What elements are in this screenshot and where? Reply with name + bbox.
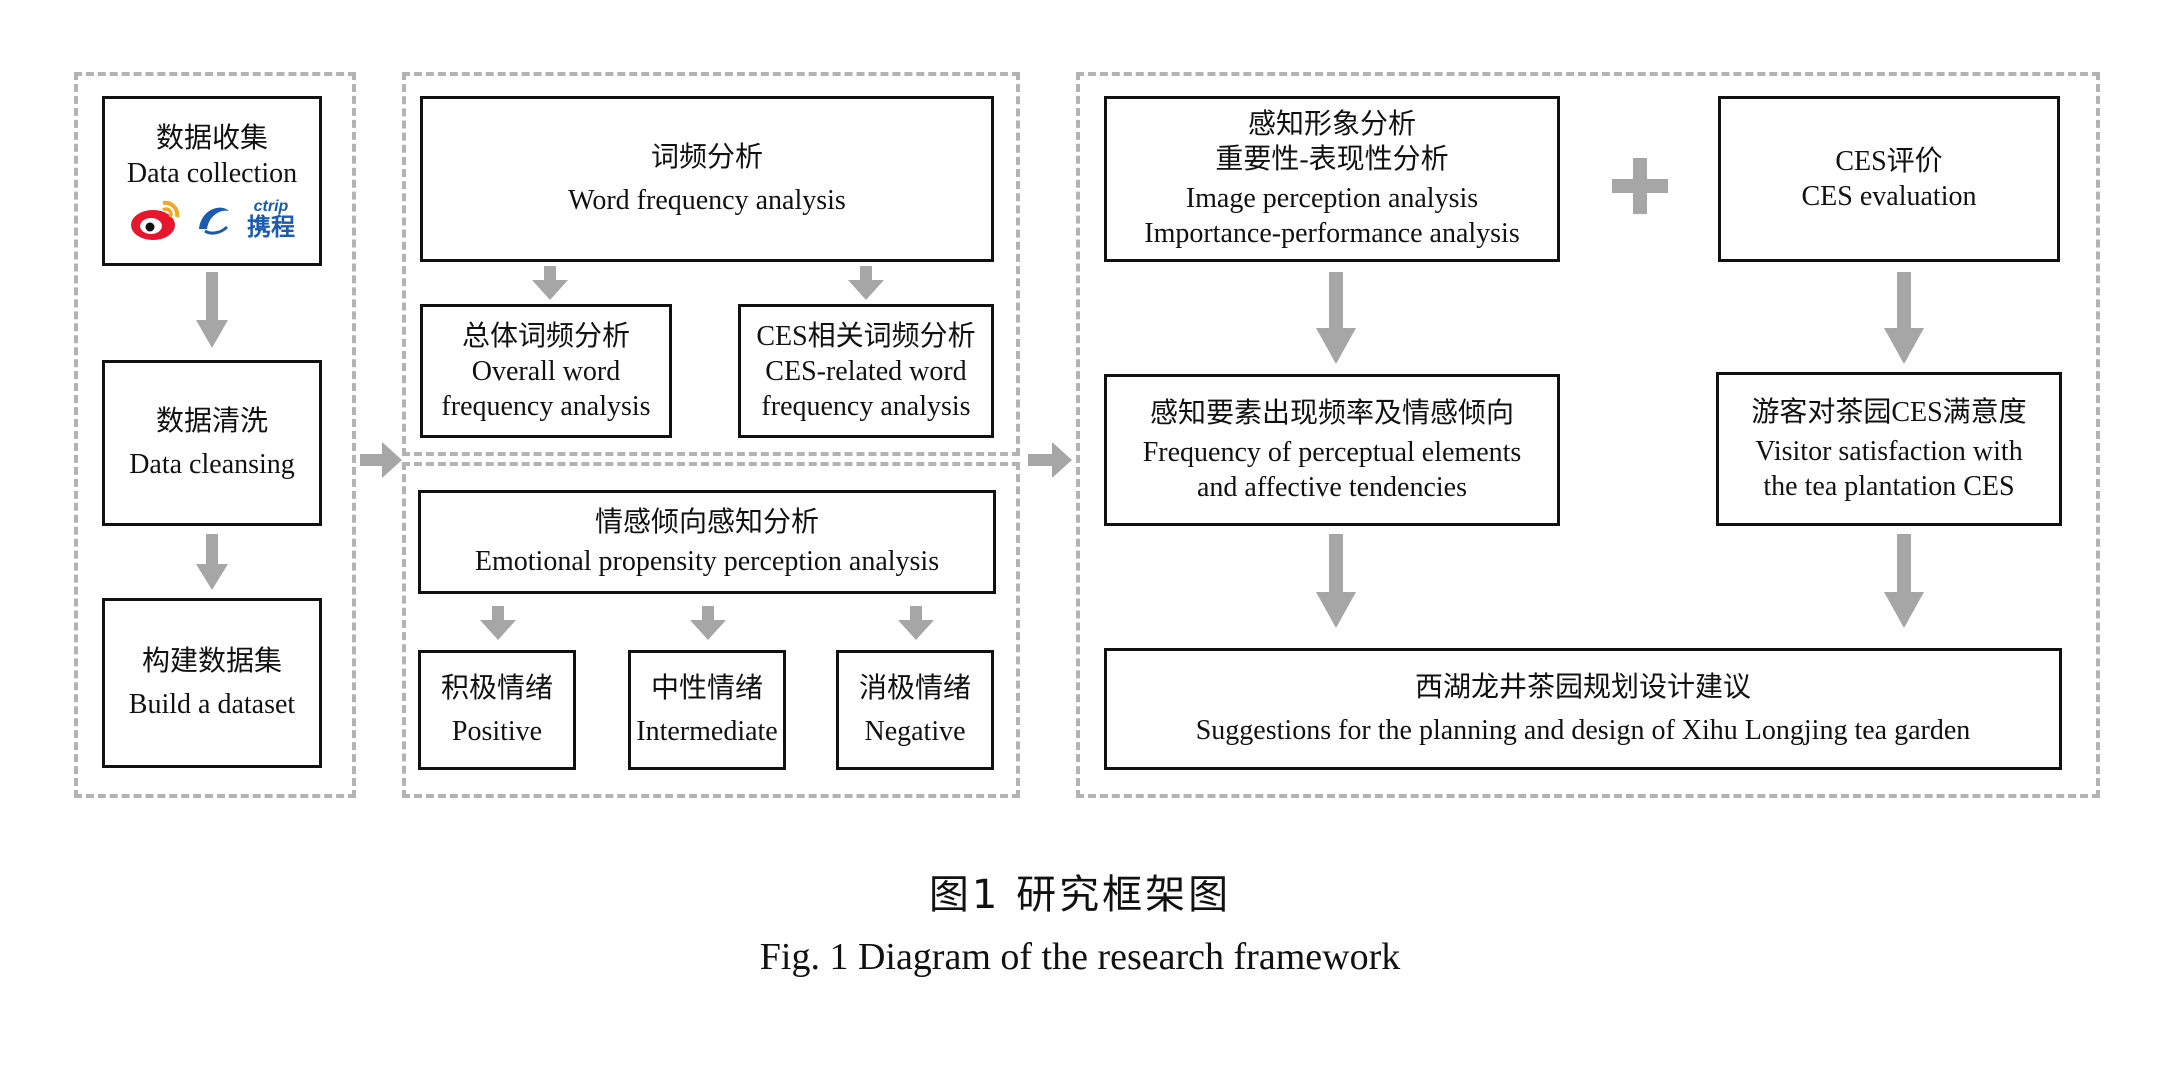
overall-word-frequency-zh: 总体词频分析 <box>461 320 630 352</box>
perceptual-frequency-en-1: Frequency of perceptual elements <box>1142 436 1522 468</box>
overall-word-frequency-box: 总体词频分析 Overall word frequency analysis <box>420 304 672 438</box>
arrow-satisfaction-to-suggestions <box>1884 534 1924 628</box>
data-collection-box: 数据收集 Data collection ctrip 携程 <box>102 96 322 266</box>
intermediate-emotion-en: Intermediate <box>636 716 778 747</box>
planning-suggestions-en: Suggestions for the planning and design … <box>1195 715 1971 746</box>
ces-evaluation-box: CES评价 CES evaluation <box>1718 96 2060 262</box>
overall-word-frequency-en-1: Overall word <box>471 355 621 387</box>
arrow-col2-to-col3 <box>1028 442 1072 478</box>
word-frequency-box: 词频分析 Word frequency analysis <box>420 96 994 262</box>
visitor-satisfaction-box: 游客对茶园CES满意度 Visitor satisfaction with th… <box>1716 372 2062 526</box>
data-cleansing-box: 数据清洗 Data cleansing <box>102 360 322 526</box>
perceptual-frequency-en-2: and affective tendencies <box>1196 471 1467 503</box>
word-frequency-en: Word frequency analysis <box>568 185 846 216</box>
ces-word-frequency-zh: CES相关词频分析 <box>756 320 976 352</box>
arrow-image-to-frequency <box>1316 272 1356 364</box>
arrow-emotion-to-positive <box>480 606 516 640</box>
perceptual-frequency-zh: 感知要素出现频率及情感倾向 <box>1149 397 1514 429</box>
arrow-frequency-to-suggestions <box>1316 534 1356 628</box>
emotion-analysis-zh: 情感倾向感知分析 <box>594 507 819 538</box>
arrow-collection-to-cleansing <box>196 272 228 348</box>
visitor-satisfaction-zh: 游客对茶园CES满意度 <box>1751 396 2027 428</box>
emotion-analysis-en: Emotional propensity perception analysis <box>474 546 940 577</box>
overall-word-frequency-en-2: frequency analysis <box>441 390 651 422</box>
arrow-emotion-to-negative <box>898 606 934 640</box>
group-data-prep <box>74 72 356 798</box>
ces-evaluation-en: CES evaluation <box>1801 181 1977 212</box>
source-logos: ctrip 携程 <box>129 197 295 241</box>
ces-word-frequency-box: CES相关词频分析 CES-related word frequency ana… <box>738 304 994 438</box>
image-perception-box: 感知形象分析 重要性-表现性分析 Image perception analys… <box>1104 96 1560 262</box>
planning-suggestions-box: 西湖龙井茶园规划设计建议 Suggestions for the plannin… <box>1104 648 2062 770</box>
intermediate-emotion-zh: 中性情绪 <box>650 673 763 704</box>
data-collection-zh: 数据收集 <box>155 123 268 154</box>
arrow-wf-to-overall <box>532 266 568 300</box>
group-emotion <box>402 462 1020 798</box>
positive-emotion-zh: 积极情绪 <box>440 673 553 704</box>
data-collection-en: Data collection <box>126 158 298 189</box>
planning-suggestions-zh: 西湖龙井茶园规划设计建议 <box>1414 672 1751 703</box>
image-perception-zh-1: 感知形象分析 <box>1247 109 1416 140</box>
image-perception-en-1: Image perception analysis <box>1185 183 1479 214</box>
figure-caption-en: Fig. 1 Diagram of the research framework <box>759 936 1401 978</box>
image-perception-en-2: Importance-performance analysis <box>1144 218 1520 249</box>
ces-word-frequency-en-2: frequency analysis <box>761 390 971 422</box>
emotion-analysis-box: 情感倾向感知分析 Emotional propensity perception… <box>418 490 996 594</box>
plus-icon <box>1612 158 1668 214</box>
positive-emotion-box: 积极情绪 Positive <box>418 650 576 770</box>
perceptual-frequency-box: 感知要素出现频率及情感倾向 Frequency of perceptual el… <box>1104 374 1560 526</box>
arrow-cleansing-to-dataset <box>196 534 228 590</box>
positive-emotion-en: Positive <box>451 716 543 747</box>
group-word-frequency <box>402 72 1020 456</box>
arrow-emotion-to-intermediate <box>690 606 726 640</box>
negative-emotion-box: 消极情绪 Negative <box>836 650 994 770</box>
ces-evaluation-zh: CES评价 <box>1835 146 1943 177</box>
build-dataset-en: Build a dataset <box>128 689 296 720</box>
build-dataset-zh: 构建数据集 <box>141 646 282 677</box>
negative-emotion-zh: 消极情绪 <box>858 673 971 704</box>
arrow-wf-to-ces <box>848 266 884 300</box>
ces-word-frequency-en-1: CES-related word <box>765 355 967 387</box>
visitor-satisfaction-en-1: Visitor satisfaction with <box>1755 435 2023 467</box>
intermediate-emotion-box: 中性情绪 Intermediate <box>628 650 786 770</box>
visitor-satisfaction-en-2: the tea plantation CES <box>1763 470 2015 502</box>
image-perception-zh-2: 重要性-表现性分析 <box>1215 144 1449 175</box>
weibo-logo-icon <box>131 200 180 240</box>
arrow-ceseval-to-satisfaction <box>1884 272 1924 364</box>
arrow-col1-to-col2 <box>360 442 402 478</box>
build-dataset-box: 构建数据集 Build a dataset <box>102 598 322 768</box>
figure-caption-zh: 图1 研究框架图 <box>928 872 1232 918</box>
data-cleansing-en: Data cleansing <box>129 449 295 480</box>
word-frequency-zh: 词频分析 <box>650 142 763 173</box>
data-cleansing-zh: 数据清洗 <box>155 406 268 437</box>
negative-emotion-en: Negative <box>864 716 966 747</box>
group-evaluation <box>1076 72 2100 798</box>
ctrip-dolphin-icon <box>199 207 229 235</box>
ctrip-logo: ctrip 携程 <box>247 198 295 241</box>
